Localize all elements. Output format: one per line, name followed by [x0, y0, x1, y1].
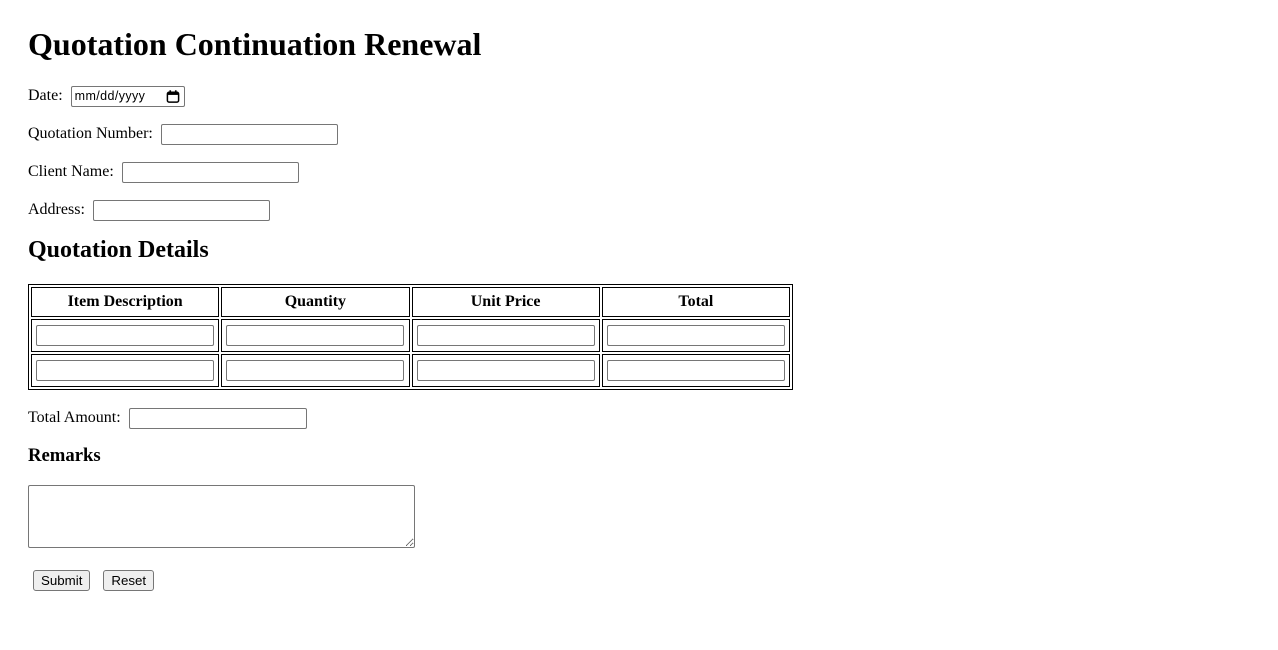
- table-row: [31, 354, 790, 388]
- date-label: Date:: [28, 86, 63, 104]
- unit-price-input-row2[interactable]: [416, 360, 595, 382]
- total-amount-input[interactable]: [128, 408, 307, 430]
- item-description-input-row1[interactable]: [36, 325, 215, 347]
- quotation-details-heading: Quotation Details: [28, 236, 209, 263]
- date-placeholder: mm/dd/yyyy: [74, 89, 146, 104]
- quantity-input-row1[interactable]: [226, 325, 405, 347]
- quotation-number-label: Quotation Number:: [28, 124, 153, 142]
- client-name-field-row: Client Name:: [28, 161, 1250, 183]
- submit-button[interactable]: Submit: [33, 569, 91, 591]
- date-field-row: Date: mm/dd/yyyy: [28, 85, 1250, 107]
- remarks-heading: Remarks: [28, 445, 101, 467]
- unit-price-input-row1[interactable]: [416, 325, 595, 347]
- address-input[interactable]: [92, 199, 270, 221]
- remarks-row: [28, 484, 1250, 553]
- calendar-icon[interactable]: [166, 89, 180, 104]
- table-header-row: Item Description Quantity Unit Price Tot…: [31, 287, 790, 318]
- quotation-number-input[interactable]: [160, 123, 338, 145]
- total-amount-label: Total Amount:: [28, 409, 121, 427]
- total-input-row2[interactable]: [606, 360, 785, 382]
- item-description-input-row2[interactable]: [36, 360, 215, 382]
- column-header-unit-price: Unit Price: [411, 287, 600, 318]
- reset-button[interactable]: Reset: [103, 569, 155, 591]
- column-header-item-description: Item Description: [31, 287, 220, 318]
- quotation-number-field-row: Quotation Number:: [28, 123, 1250, 145]
- date-input[interactable]: mm/dd/yyyy: [70, 85, 185, 107]
- total-amount-field-row: Total Amount:: [28, 407, 1250, 430]
- column-header-total: Total: [601, 287, 790, 318]
- page-title: Quotation Continuation Renewal: [28, 26, 482, 62]
- quotation-details-table: Item Description Quantity Unit Price Tot…: [28, 284, 793, 391]
- quotation-form-page: Quotation Continuation Renewal Date: mm/…: [28, 26, 1250, 591]
- column-header-quantity: Quantity: [221, 287, 410, 318]
- table-row: [31, 319, 790, 353]
- client-name-label: Client Name:: [28, 162, 114, 180]
- address-label: Address:: [28, 200, 85, 218]
- quantity-input-row2[interactable]: [226, 360, 405, 382]
- address-field-row: Address:: [28, 199, 1250, 221]
- client-name-input[interactable]: [121, 161, 299, 183]
- total-input-row1[interactable]: [606, 325, 785, 347]
- remarks-textarea[interactable]: [28, 484, 415, 548]
- form-actions: Submit Reset: [28, 569, 1250, 591]
